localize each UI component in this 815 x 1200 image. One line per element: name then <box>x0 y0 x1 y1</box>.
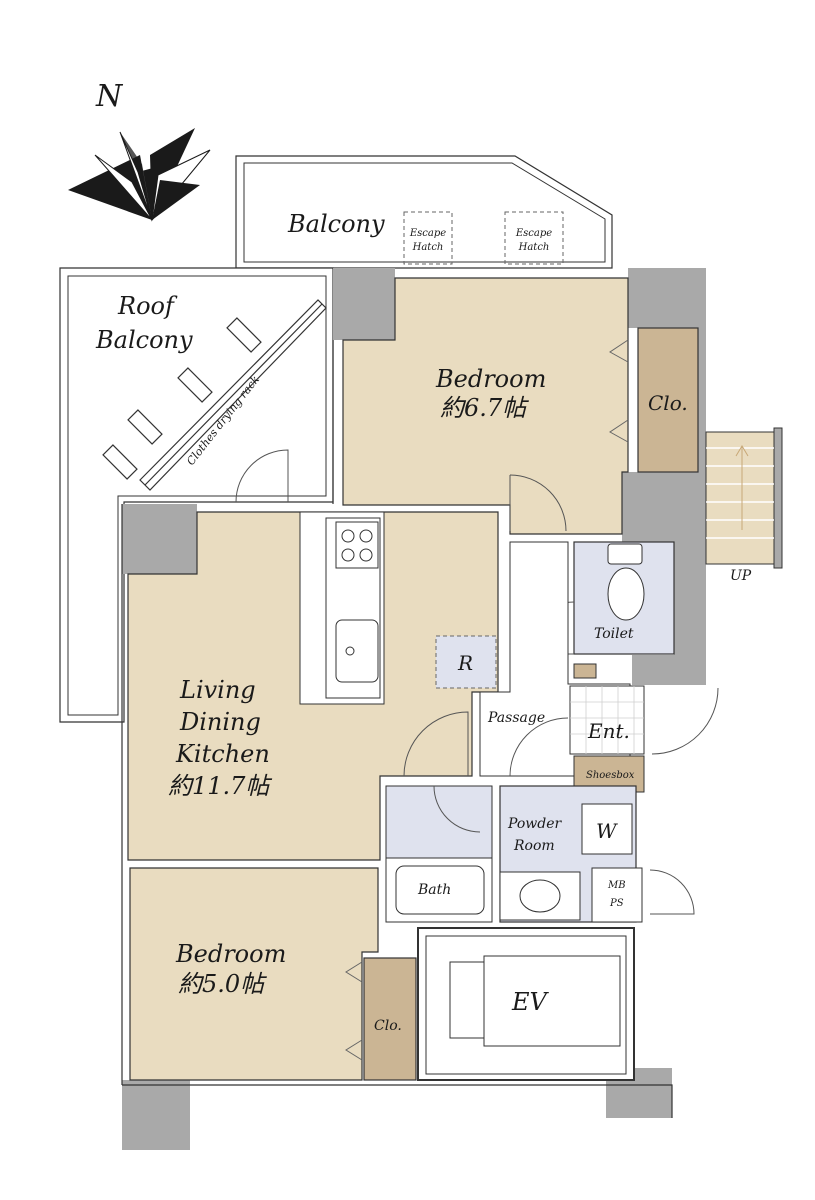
closet-south: Clo. <box>363 957 417 1081</box>
escape-hatch-2-line2: Hatch <box>518 242 550 253</box>
stairs-up-arrow-icon <box>735 445 749 530</box>
roof-balcony-line2: Balcony <box>95 326 193 354</box>
sink-icon <box>335 619 379 683</box>
bedroom-north-door <box>509 474 567 532</box>
escape-hatch-1-line1: Escape <box>409 228 446 239</box>
bedroom-south-name: Bedroom <box>175 940 286 968</box>
powder-room-line1: Powder <box>507 816 563 832</box>
toilet-tank-icon <box>607 543 643 565</box>
ldk-name-line3: Kitchen <box>175 740 270 768</box>
bedroom-south-size: 約5.0帖 <box>178 970 267 998</box>
ldk-name-line1: Living <box>179 676 256 704</box>
kitchen-counter <box>299 511 385 705</box>
structure-walls <box>122 268 706 1150</box>
stairs-label: UP <box>730 568 752 584</box>
passage-label: Passage <box>487 710 545 726</box>
bedroom-north-size: 約6.7帖 <box>440 394 529 422</box>
escape-hatch-1 <box>403 211 453 265</box>
living-dining-kitchen: Living Dining Kitchen 約11.7帖 R <box>127 511 499 861</box>
entrance-door <box>651 687 719 755</box>
elevator: EV <box>417 927 635 1081</box>
powder-room: Powder Room W <box>499 785 637 923</box>
entrance-label: Ent. <box>587 719 630 743</box>
balcony-label: Balcony <box>287 210 385 238</box>
entrance: Ent. Shoesbox <box>569 685 719 793</box>
mbps: MB PS <box>591 867 695 923</box>
escape-hatch-1-line2: Hatch <box>412 242 444 253</box>
stove-icon <box>335 521 379 569</box>
north-label: N <box>95 79 124 114</box>
toilet-bowl-icon <box>607 567 645 621</box>
toilet-label: Toilet <box>594 626 634 642</box>
shoesbox-label: Shoesbox <box>586 770 635 781</box>
washer-label: W <box>596 819 618 843</box>
closet-south-label: Clo. <box>374 1018 402 1034</box>
ldk-door <box>403 711 469 777</box>
escape-hatch-2 <box>504 211 564 265</box>
ldk-size: 約11.7帖 <box>168 772 272 800</box>
escape-hatch-2-line1: Escape <box>515 228 552 239</box>
washer-space <box>581 803 633 855</box>
powder-room-line2: Room <box>513 838 555 854</box>
roof-balcony: Roof Balcony Clothes drying rack <box>59 267 334 723</box>
outer-walls <box>121 340 673 1118</box>
washbasin-icon <box>519 879 561 913</box>
compass-rose-icon <box>68 128 211 222</box>
bedroom-north-name: Bedroom <box>435 365 546 393</box>
stairs: UP <box>705 427 783 584</box>
refrigerator-label: R <box>457 651 473 675</box>
ldk-name-line2: Dining <box>179 708 261 736</box>
balcony: Balcony Escape Hatch Escape Hatch <box>235 155 613 269</box>
clothes-drying-rack <box>102 299 327 491</box>
roof-door <box>235 449 289 503</box>
bedroom-north: Bedroom 約6.7帖 <box>342 277 629 535</box>
bath-area: Bath <box>385 785 493 923</box>
compass: N <box>68 79 211 222</box>
roof-balcony-line1: Roof <box>117 292 178 320</box>
bath-label: Bath <box>417 882 451 898</box>
mbps-line2: PS <box>609 898 624 909</box>
mbps-line1: MB <box>607 880 626 891</box>
bedroom-south: Bedroom 約5.0帖 <box>129 867 379 1081</box>
closet-north: Clo. <box>609 327 699 473</box>
bathtub-icon <box>395 865 485 915</box>
closet-north-label: Clo. <box>648 391 688 415</box>
elevator-label: EV <box>511 988 550 1016</box>
refrigerator-space <box>435 635 497 689</box>
